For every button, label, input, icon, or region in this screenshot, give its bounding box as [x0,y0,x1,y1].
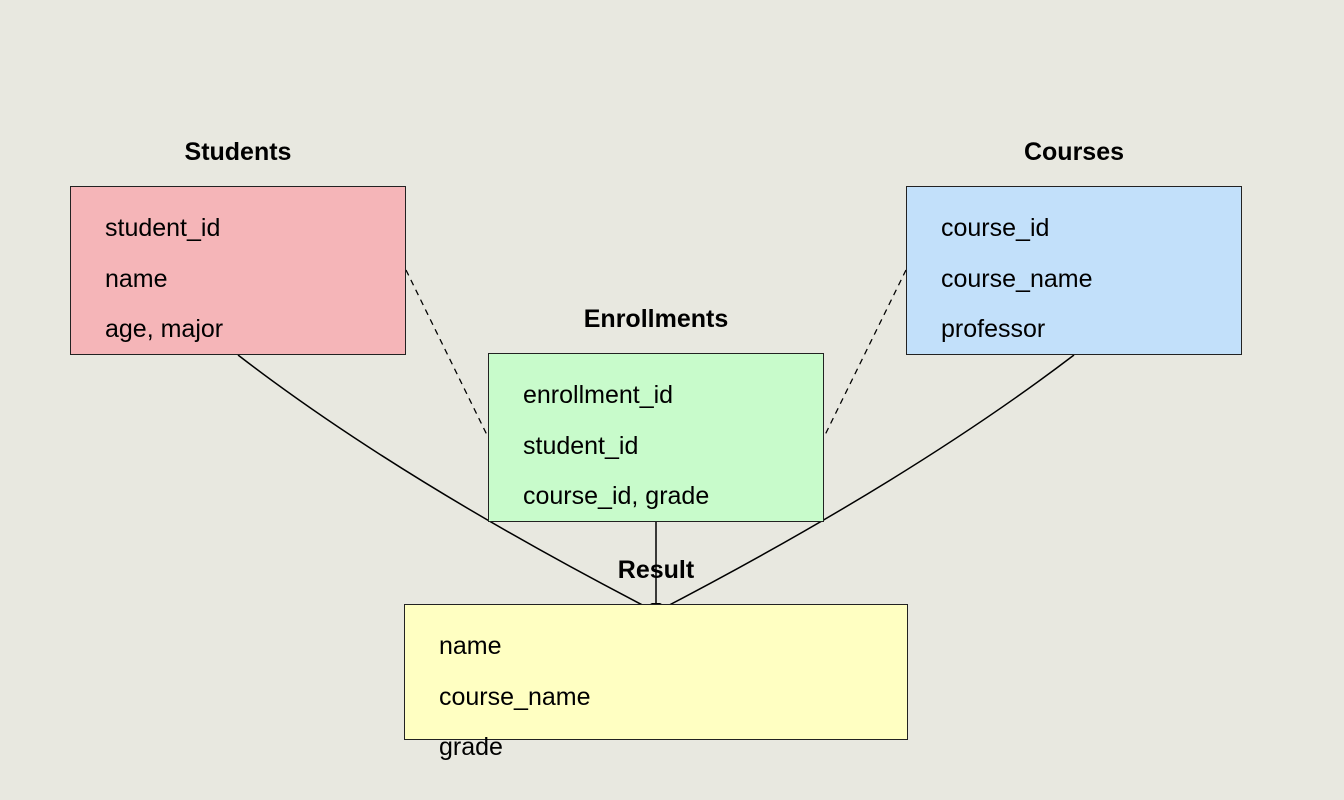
enrollments-field: enrollment_id [523,381,674,409]
result-title: Result [617,556,695,584]
students-enrollments-dashed-line [405,269,489,438]
courses-enrollments-dashed-line [823,269,907,438]
students-entity-box: student_id name age, major [70,186,406,355]
courses-field: course_id [941,214,1050,242]
students-title: Students [184,138,292,166]
result-entity-box: name course_name grade [404,604,908,760]
enrollments-field: student_id [523,432,639,460]
students-field: student_id [105,214,221,242]
courses-field: professor [941,315,1046,343]
courses-entity-box: course_id course_name professor [906,186,1242,355]
students-field: age, major [105,315,224,343]
result-field: name [439,632,502,660]
result-field: course_name [439,683,591,711]
enrollments-title: Enrollments [583,305,729,333]
result-field: grade [439,733,503,761]
students-field: name [105,265,168,293]
enrollments-entity-box: enrollment_id student_id course_id, grad… [488,353,824,522]
enrollments-field: course_id, grade [523,482,710,510]
courses-title: Courses [1023,138,1125,166]
courses-field: course_name [941,265,1093,293]
